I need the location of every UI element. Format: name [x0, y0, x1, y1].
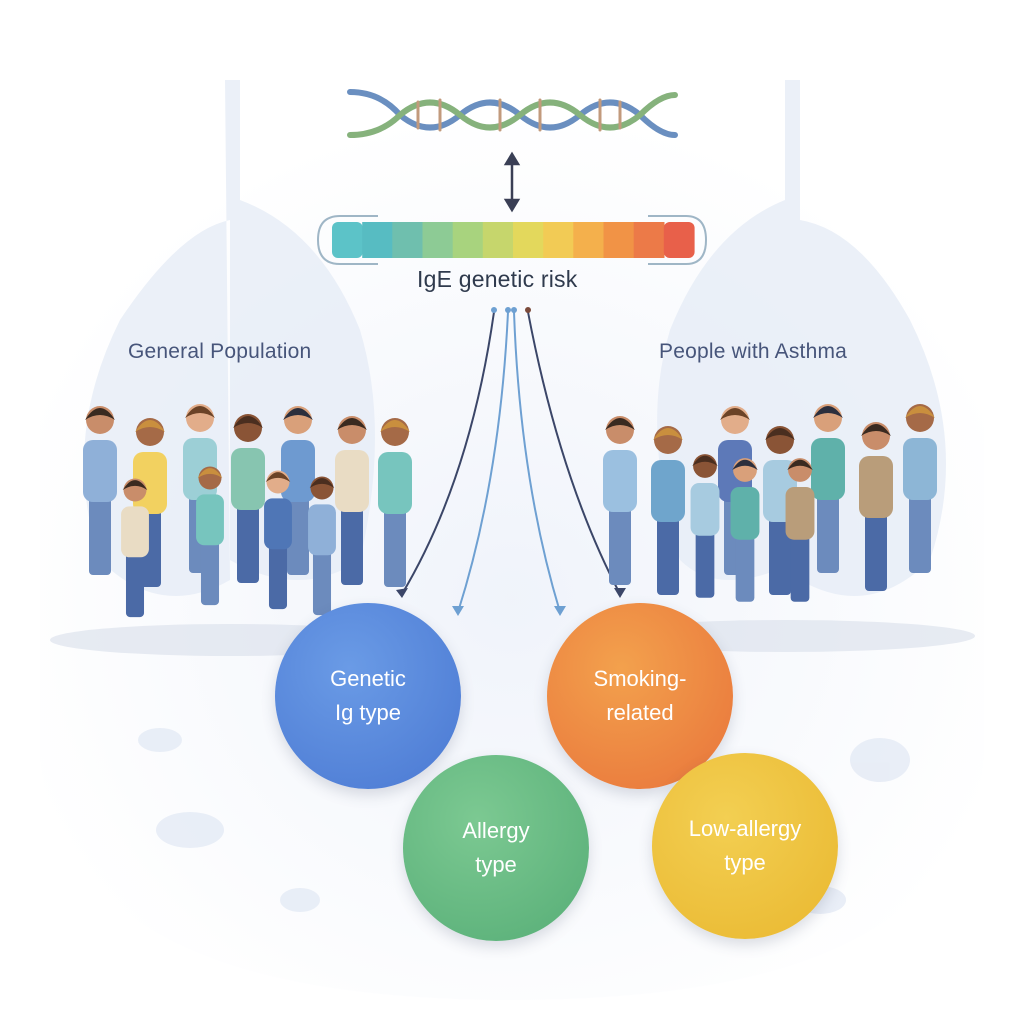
people-crowd-icon — [603, 404, 937, 602]
risk-bar-segment — [633, 222, 665, 258]
risk-bar-segment — [452, 222, 484, 258]
risk-bar-segment — [543, 222, 574, 258]
risk-bar-label: IgE genetic risk — [417, 266, 578, 292]
flow-arrows — [401, 311, 621, 613]
risk-bar-segment — [332, 222, 363, 258]
risk-bar-frame — [316, 215, 708, 265]
arrow-to-smoking-outer — [527, 311, 621, 595]
risk-bar-segment — [513, 222, 544, 258]
person-figure — [651, 426, 685, 595]
person-figure — [231, 414, 265, 583]
phenotype-circle-genetic: Genetic Ig type — [275, 603, 461, 789]
phenotype-circle-allergy: Allergy type — [403, 755, 589, 941]
person-figure — [811, 404, 845, 573]
phenotype-circle-smoking: Smoking- related — [547, 603, 733, 789]
person-figure — [83, 406, 117, 575]
person-figure — [603, 416, 637, 585]
risk-bar-segment — [663, 222, 695, 258]
phenotype-label-line: type — [475, 852, 517, 877]
person-figure — [378, 418, 412, 587]
arrow-to-smoking — [513, 311, 561, 613]
person-figure — [690, 454, 720, 598]
people-with-asthma-label: People with Asthma — [659, 340, 848, 363]
risk-bar-segment — [482, 222, 514, 258]
phenotype-circle-low-allergy: Low-allergy type — [652, 753, 838, 939]
person-figure — [264, 470, 292, 610]
person-figure — [903, 404, 937, 573]
phenotype-label-line: Low-allergy — [688, 816, 802, 841]
people-crowd-icon — [83, 404, 412, 618]
phenotype-label-line: Genetic — [330, 666, 406, 691]
risk-bar — [332, 222, 695, 258]
risk-bar-segment — [603, 222, 635, 258]
phenotype-label-line: Smoking- — [593, 666, 687, 691]
arrow-to-allergy — [457, 311, 509, 613]
person-figure — [281, 406, 315, 575]
risk-bar-segment — [573, 222, 605, 258]
risk-bar-segment — [362, 222, 393, 258]
person-figure — [859, 422, 893, 591]
person-figure — [335, 416, 369, 585]
risk-bar-segment — [392, 222, 424, 258]
dna-helix-icon — [347, 89, 678, 138]
phenotype-label-line: type — [724, 850, 766, 875]
arrow-to-genetic — [401, 311, 495, 595]
person-figure — [196, 466, 224, 606]
person-figure — [121, 478, 149, 618]
phenotype-label-line: related — [606, 700, 674, 725]
double-arrow-icon — [503, 151, 521, 213]
person-figure — [730, 458, 760, 602]
general-population-label: General Population — [128, 340, 312, 363]
person-figure — [308, 476, 336, 616]
person-figure — [785, 458, 815, 602]
risk-bar-segment — [422, 222, 454, 258]
arrow-heads — [396, 307, 626, 616]
phenotype-label-line: Ig type — [334, 700, 402, 725]
phenotype-label-line: Allergy — [462, 818, 530, 843]
